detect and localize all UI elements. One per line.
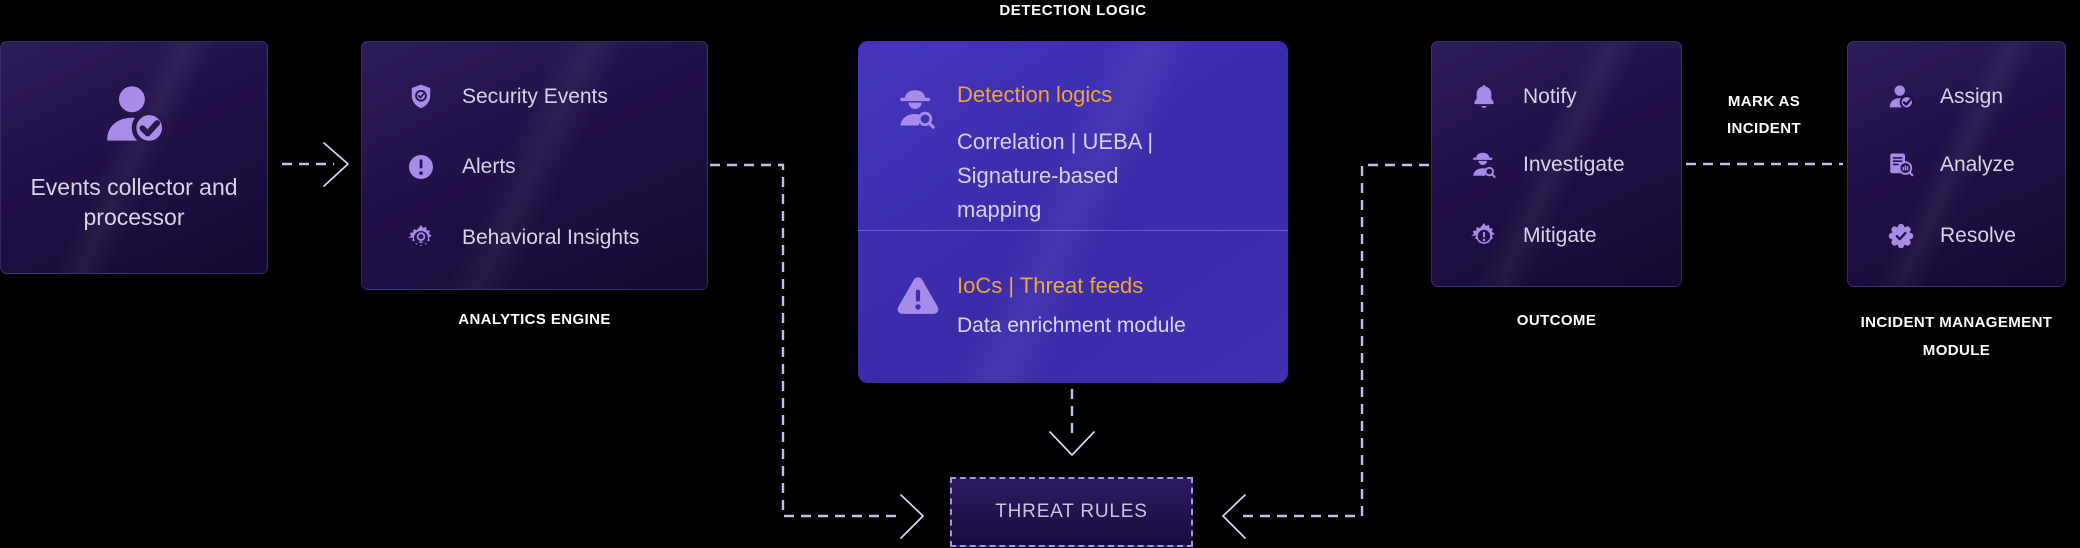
shield-check-icon: [406, 82, 436, 112]
incident-management-box: Assign Analyze: [1847, 41, 2066, 287]
mark-as-incident-label: MARK AS INCIDENT: [1726, 93, 1802, 137]
detective-icon: [894, 86, 940, 132]
detection-section-heading: Detection logics: [957, 82, 1113, 107]
events-collector-title: Events collector and processor: [30, 174, 238, 230]
arrowhead-left-icon: [1222, 494, 1246, 539]
outcome-label: OUTCOME: [1516, 312, 1597, 329]
detection-section-heading: IoCs | Threat feeds: [957, 273, 1144, 298]
arrowhead-right-icon: [323, 142, 349, 187]
detection-logic-label: DETECTION LOGIC: [999, 2, 1147, 19]
detection-section-body: Correlation | UEBA | Signature-based map…: [957, 129, 1154, 222]
outcome-box: Notify Investigate: [1431, 41, 1682, 287]
arrowhead-down-icon: [1049, 431, 1095, 456]
outcome-item-label: Notify: [1523, 85, 1577, 108]
analytics-item-label: Security Events: [462, 85, 608, 108]
detective-icon: [1469, 150, 1499, 180]
alert-circle-icon: [406, 152, 436, 182]
bell-icon: [1469, 82, 1499, 112]
user-check-icon: [1886, 82, 1916, 112]
events-collector-box: Events collector and processor: [0, 41, 268, 274]
gear-bulb-icon: [406, 223, 436, 253]
badge-check-icon: [1886, 221, 1916, 251]
analytics-engine-label: ANALYTICS ENGINE: [458, 311, 611, 328]
detection-section-body: Data enrichment module: [957, 314, 1186, 337]
threat-rules-label: THREAT RULES: [995, 501, 1148, 522]
document-magnifier-icon: [1886, 150, 1916, 180]
analytics-item-label: Behavioral Insights: [462, 226, 640, 249]
user-check-icon: [98, 78, 172, 152]
incident-management-label: INCIDENT MANAGEMENT MODULE: [1860, 314, 2053, 359]
outcome-item-label: Mitigate: [1523, 224, 1597, 247]
incident-item-label: Analyze: [1940, 153, 2015, 176]
analytics-item-label: Alerts: [462, 155, 516, 178]
arrowhead-right-icon: [900, 494, 924, 539]
section-divider: [858, 230, 1288, 231]
gear-alert-icon: [1469, 221, 1499, 251]
threat-rules-box: THREAT RULES: [950, 477, 1193, 547]
outcome-item-label: Investigate: [1523, 153, 1625, 176]
detection-logic-box: Detection logics Correlation | UEBA | Si…: [858, 41, 1288, 383]
warning-triangle-icon: [895, 273, 941, 319]
incident-item-label: Assign: [1940, 85, 2004, 108]
analytics-engine-box: Security Events Alerts Beha: [361, 41, 708, 290]
incident-item-label: Resolve: [1940, 224, 2016, 247]
